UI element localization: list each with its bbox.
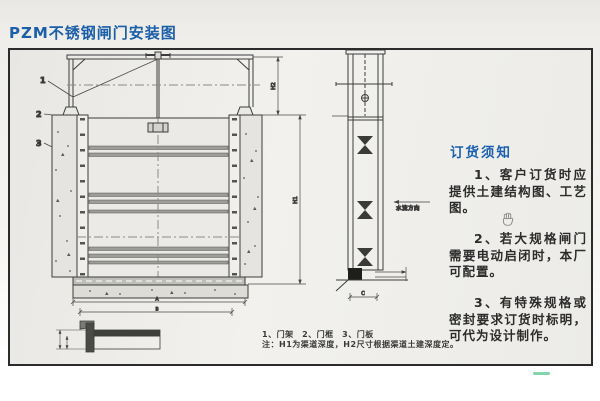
notes-heading: 订货须知	[450, 145, 512, 161]
sill-block	[348, 268, 362, 280]
caption-legend: 1、门架 2、门框 3、门板	[262, 330, 374, 339]
side-small-dims	[375, 267, 407, 281]
dim-c-label: C	[361, 291, 365, 297]
hand-cursor-icon	[499, 210, 516, 227]
side-view-wedges	[357, 136, 373, 266]
sill-detail-section	[56, 320, 161, 353]
front-view: 1 2 3	[36, 51, 306, 316]
dim-width-inner-label: B	[155, 307, 158, 313]
dim-c	[347, 293, 380, 301]
note-item-3: 3、有特殊规格或密封要求订货时标明，可代为设计制作。	[449, 295, 587, 343]
bottom-sill	[72, 276, 246, 286]
callout-3: 3	[36, 139, 42, 148]
callout-1: 1	[40, 76, 46, 85]
note-item-2: 2、若大规格闸门需要电动启闭时，本厂可配置。	[449, 231, 587, 279]
note-item-1: 1、客户订货时应提供土建结构图、工艺图。	[449, 167, 587, 215]
flow-direction-label: 水流方向	[396, 204, 420, 212]
right-wall	[239, 114, 263, 278]
width-dimensions	[70, 298, 248, 316]
page-title: PZM不锈钢闸门安装图	[9, 24, 177, 42]
left-wall	[51, 114, 78, 278]
caption-note: 注：H1为渠道深度，H2尺寸根据渠道土建深度定。	[262, 340, 459, 349]
drawing-caption: 1、门架 2、门框 3、门板 注：H1为渠道深度，H2尺寸根据渠道土建深度定。	[262, 330, 459, 350]
installation-drawing: 1 2 3	[36, 50, 430, 353]
green-mark	[533, 372, 550, 375]
dim-h1-label: H1	[293, 196, 299, 204]
gate-plate	[77, 117, 240, 278]
height-dimensions	[248, 56, 306, 285]
concrete-base	[72, 284, 249, 299]
dim-width-outer-label: A	[155, 297, 159, 303]
callout-2: 2	[36, 110, 42, 119]
side-view: 水流方向 C	[332, 50, 430, 301]
dim-h2-label: H2	[271, 82, 277, 90]
